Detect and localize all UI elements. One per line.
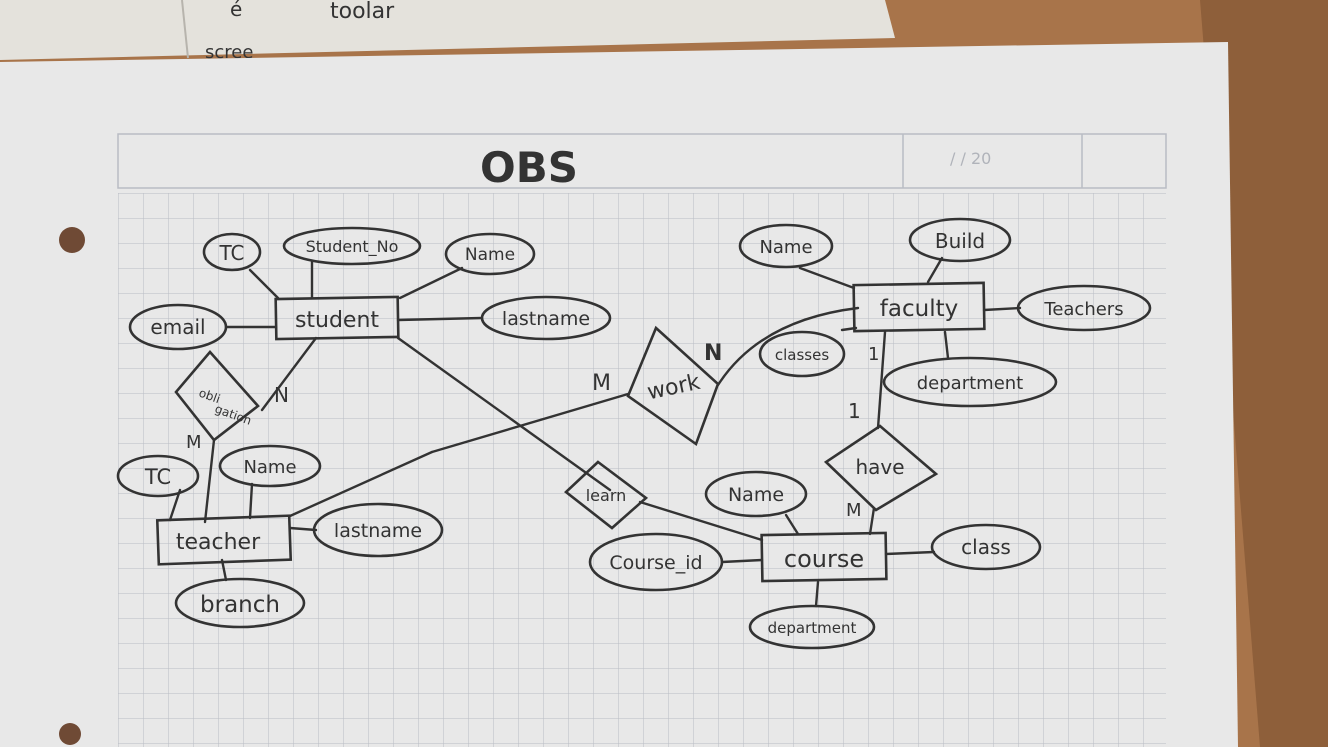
attr-student-no-label: Student_No — [306, 237, 399, 257]
attr-faculty-build: Build — [908, 217, 1012, 263]
attr-student-name-label: Name — [465, 245, 515, 265]
attr-teacher-name: Name — [218, 444, 322, 488]
date-field: / / 20 — [950, 149, 991, 168]
attr-faculty-name-label: Name — [759, 237, 812, 258]
notebook-text-3: scree — [205, 42, 253, 63]
card-work-right: N — [704, 341, 722, 366]
notebook-spine — [181, 0, 189, 59]
attr-faculty-department-label: department — [917, 373, 1024, 394]
attr-teacher-branch: branch — [174, 577, 306, 629]
card-have-faculty-side: 1 — [868, 344, 879, 365]
relationship-obligation-label-1: obli — [197, 386, 222, 407]
attr-teacher-lastname-label: lastname — [334, 520, 422, 542]
entity-faculty-label: faculty — [880, 296, 958, 322]
attr-course-class-label: class — [961, 535, 1011, 559]
attr-teacher-tc: TC — [116, 454, 200, 498]
paper-grid — [118, 193, 1166, 747]
attr-faculty-teachers-label: Teachers — [1043, 299, 1123, 320]
desk-shade — [1200, 0, 1328, 747]
back-notebook-page — [0, 0, 895, 60]
attr-teacher-name-label: Name — [243, 457, 296, 478]
attr-student-name: Name — [444, 232, 536, 276]
attr-teacher-tc-label: TC — [144, 465, 171, 489]
relationship-learn-label: learn — [586, 486, 627, 505]
attr-faculty-teachers: Teachers — [1016, 284, 1152, 332]
attr-student-lastname-label: lastname — [502, 308, 590, 330]
attr-student-tc: TC — [202, 232, 262, 272]
relationship-have: have — [823, 424, 939, 512]
entity-teacher: teacher — [155, 514, 293, 566]
card-have-course: M — [846, 500, 862, 521]
notebook-text-1: é — [230, 0, 242, 21]
attr-faculty-classes: classes — [758, 330, 846, 378]
attr-faculty-build-label: Build — [935, 229, 985, 253]
attr-course-name-label: Name — [728, 484, 784, 506]
binder-hole-bottom — [59, 723, 81, 745]
attr-course-name: Name — [704, 470, 808, 518]
entity-teacher-label: teacher — [176, 530, 261, 555]
relationship-have-label: have — [855, 455, 904, 479]
relationship-learn: learn — [564, 460, 649, 530]
card-obligation-teacher: M — [186, 432, 202, 453]
card-work-left: M — [592, 371, 611, 396]
attr-student-tc-label: TC — [218, 241, 244, 265]
attr-student-no: Student_No — [282, 226, 422, 266]
attr-teacher-branch-label: branch — [200, 592, 280, 618]
entity-student-label: student — [295, 308, 379, 333]
entity-course: course — [760, 531, 888, 583]
attr-teacher-lastname: lastname — [312, 502, 444, 558]
attr-faculty-department: department — [882, 356, 1058, 408]
notebook-text-2: toolar — [330, 0, 395, 24]
entity-faculty: faculty — [852, 281, 986, 333]
attr-course-class: class — [930, 523, 1042, 571]
header-band — [117, 133, 1167, 189]
attr-course-id-label: Course_id — [609, 552, 702, 574]
attr-faculty-classes-label: classes — [775, 346, 829, 364]
attr-student-email-label: email — [150, 315, 205, 339]
card-have-faculty-side-low: 1 — [848, 399, 861, 423]
connection-lines — [168, 256, 1022, 608]
attr-faculty-name: Name — [738, 223, 834, 269]
relationship-obligation: obli gation — [174, 350, 260, 442]
binder-hole-top — [59, 227, 85, 253]
page-title: OBS — [480, 143, 578, 192]
entity-student: student — [274, 295, 400, 341]
entity-course-label: course — [784, 545, 864, 573]
attr-student-email: email — [128, 303, 228, 351]
attr-course-id: Course_id — [588, 532, 724, 592]
attr-student-lastname: lastname — [480, 295, 612, 341]
card-obligation-student: N — [274, 383, 289, 407]
attr-course-department: department — [748, 604, 876, 650]
relationship-work: work — [626, 325, 720, 447]
attr-course-department-label: department — [768, 619, 857, 637]
